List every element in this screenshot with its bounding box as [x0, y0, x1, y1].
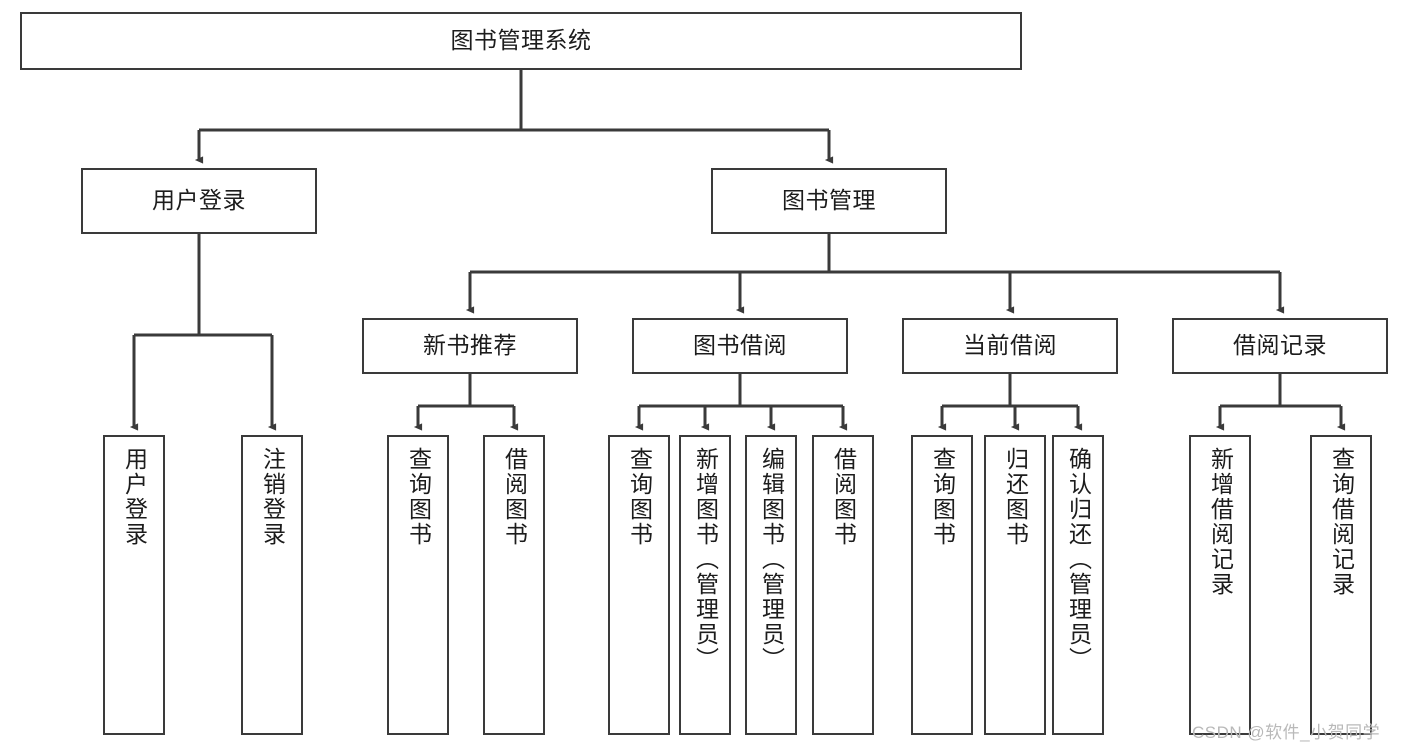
node-new-book-rec-label: 新书推荐: [423, 332, 517, 359]
node-current-borrow-label: 当前借阅: [963, 332, 1057, 359]
node-leaf-nbr-query[interactable]: 查询图书: [387, 435, 449, 735]
node-leaf-bb-borrow-label: 借阅图书: [830, 447, 857, 547]
node-leaf-bb-borrow[interactable]: 借阅图书: [812, 435, 874, 735]
node-leaf-br-query-label: 查询借阅记录: [1328, 447, 1355, 597]
node-leaf-cb-query-label: 查询图书: [929, 447, 956, 547]
node-leaf-nbr-query-label: 查询图书: [405, 447, 432, 547]
node-leaf-bb-query[interactable]: 查询图书: [608, 435, 670, 735]
node-leaf-br-add[interactable]: 新增借阅记录: [1189, 435, 1251, 735]
node-borrow-record[interactable]: 借阅记录: [1172, 318, 1388, 374]
node-leaf-cb-return[interactable]: 归还图书: [984, 435, 1046, 735]
node-leaf-bb-add-label: 新增图书（管理员）: [692, 447, 719, 672]
node-leaf-cb-confirm[interactable]: 确认归还（管理员）: [1052, 435, 1104, 735]
node-leaf-nbr-borrow-label: 借阅图书: [501, 447, 528, 547]
node-book-borrow-label: 图书借阅: [693, 332, 787, 359]
node-book-manage[interactable]: 图书管理: [711, 168, 947, 234]
node-leaf-bb-query-label: 查询图书: [626, 447, 653, 547]
node-leaf-user-logout[interactable]: 注销登录: [241, 435, 303, 735]
node-leaf-cb-confirm-label: 确认归还（管理员）: [1065, 447, 1092, 672]
node-leaf-cb-return-label: 归还图书: [1002, 447, 1029, 547]
node-leaf-cb-query[interactable]: 查询图书: [911, 435, 973, 735]
node-root[interactable]: 图书管理系统: [20, 12, 1022, 70]
node-leaf-bb-edit-label: 编辑图书（管理员）: [758, 447, 785, 672]
node-root-label: 图书管理系统: [450, 27, 592, 54]
node-new-book-rec[interactable]: 新书推荐: [362, 318, 578, 374]
node-leaf-nbr-borrow[interactable]: 借阅图书: [483, 435, 545, 735]
node-book-manage-label: 图书管理: [782, 187, 876, 214]
node-leaf-user-login[interactable]: 用户登录: [103, 435, 165, 735]
node-user-login-label: 用户登录: [152, 187, 246, 214]
node-leaf-user-logout-label: 注销登录: [259, 447, 286, 547]
node-borrow-record-label: 借阅记录: [1233, 332, 1327, 359]
node-leaf-bb-add[interactable]: 新增图书（管理员）: [679, 435, 731, 735]
node-leaf-br-add-label: 新增借阅记录: [1207, 447, 1234, 597]
node-user-login[interactable]: 用户登录: [81, 168, 317, 234]
node-leaf-br-query[interactable]: 查询借阅记录: [1310, 435, 1372, 735]
node-leaf-bb-edit[interactable]: 编辑图书（管理员）: [745, 435, 797, 735]
node-book-borrow[interactable]: 图书借阅: [632, 318, 848, 374]
node-current-borrow[interactable]: 当前借阅: [902, 318, 1118, 374]
node-leaf-user-login-label: 用户登录: [121, 447, 148, 547]
